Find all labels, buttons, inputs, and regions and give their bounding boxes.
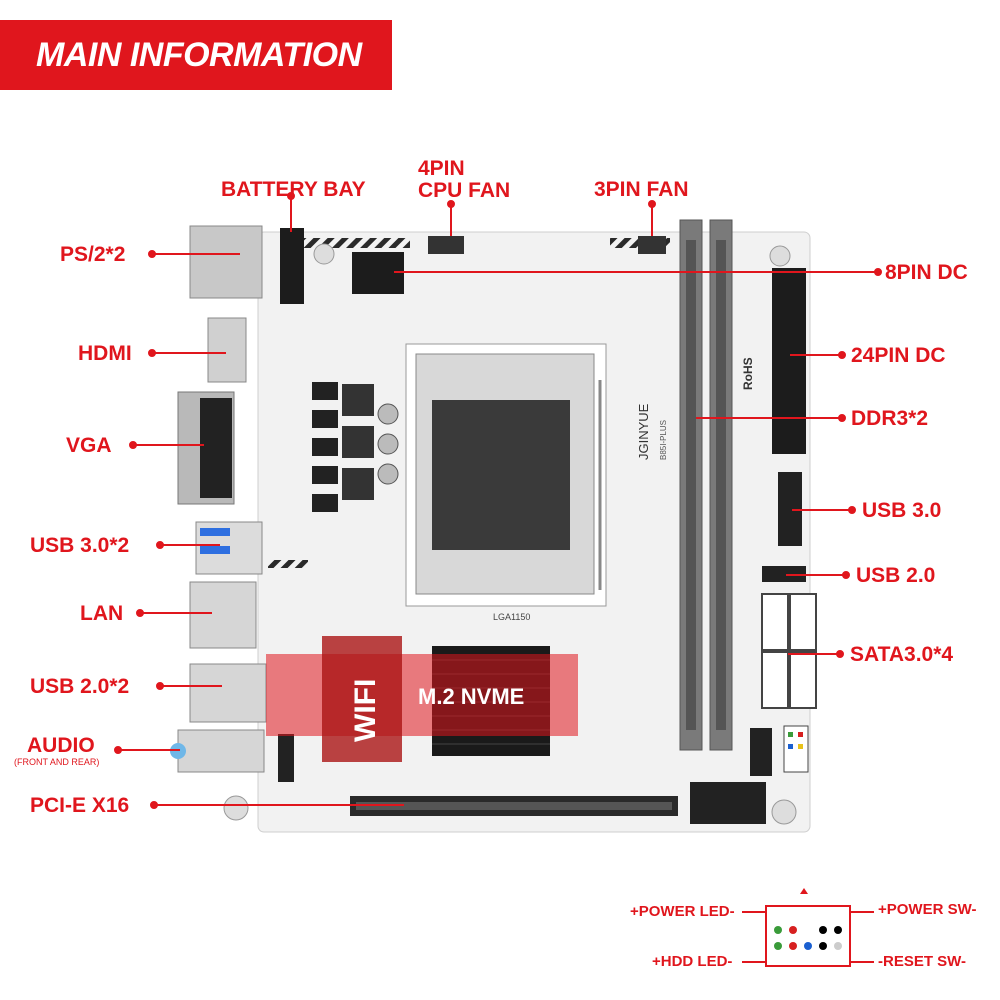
audio-header: [278, 734, 294, 782]
label-hdd-led: +HDD LED-: [652, 953, 733, 970]
label-8pin-dc: 8PIN DC: [885, 261, 968, 284]
screw-hole: [769, 245, 791, 267]
sys-fan-header: [638, 236, 666, 254]
sata-port-4: [789, 651, 817, 709]
label-ddr3: DDR3*2: [851, 407, 929, 430]
usb20-header: [762, 566, 806, 582]
wifi-slot-highlight: [322, 636, 402, 762]
banner-title: MAIN INFORMATION: [36, 36, 362, 74]
label-pcie: PCI-E X16: [30, 794, 130, 817]
24pin-dc-connector: [772, 268, 806, 454]
screw-hole: [223, 795, 249, 821]
ps2-port: [189, 225, 263, 299]
label-usb20x2: USB 2.0*2: [30, 675, 130, 698]
front-panel-pin-diagram: [742, 888, 874, 967]
misc-header: [750, 728, 772, 776]
lga1150-socket: [432, 400, 570, 550]
rohs-text: RoHS: [741, 357, 755, 390]
sata-port-1: [761, 593, 789, 651]
label-vga: VGA: [66, 434, 112, 457]
label-power-led: +POWER LED-: [630, 903, 735, 920]
front-panel-header: [783, 725, 809, 773]
label-3pin-fan: 3PIN FAN: [594, 178, 689, 201]
label-4pin: 4PIN: [418, 157, 465, 180]
audio-jack: [177, 729, 265, 773]
label-24pin-dc: 24PIN DC: [851, 344, 946, 367]
hdmi-port: [207, 317, 247, 383]
label-ps2: PS/2*2: [60, 243, 126, 266]
m2-nvme-slot-highlight: [266, 654, 578, 736]
label-audio-sub: (FRONT AND REAR): [14, 757, 100, 767]
stripe-accent: [268, 560, 308, 568]
vrm-area: [312, 382, 399, 512]
label-audio: AUDIO: [27, 734, 95, 757]
label-lan: LAN: [80, 602, 124, 625]
brand-text: JGINYUE: [636, 403, 651, 460]
screw-hole: [313, 243, 335, 265]
label-sata: SATA3.0*4: [850, 643, 954, 666]
label-usb30: USB 3.0: [862, 499, 942, 522]
label-power-sw: +POWER SW-: [878, 901, 977, 918]
main-information-banner: MAIN INFORMATION: [0, 20, 392, 90]
socket-label: LGA1150: [493, 612, 530, 622]
model-text: B85I-PLUS: [659, 420, 668, 460]
label-usb30x2: USB 3.0*2: [30, 534, 130, 557]
cpu-fan-header: [428, 236, 464, 254]
usb20-rear-port: [189, 663, 267, 723]
vga-connector-body: [200, 398, 232, 498]
sata-port-3: [761, 651, 789, 709]
callout-lines: [114, 192, 882, 809]
sata-port-2: [789, 593, 817, 651]
pcie-latch: [690, 782, 766, 824]
battery-bay: [280, 228, 304, 304]
stripe-accent: [300, 238, 410, 248]
label-battery-bay: BATTERY BAY: [221, 178, 366, 201]
lan-port: [189, 581, 257, 649]
screw-hole: [771, 799, 797, 825]
label-hdmi: HDMI: [78, 342, 132, 365]
wifi-text: WIFI: [349, 679, 382, 742]
label-usb20: USB 2.0: [856, 564, 936, 587]
label-reset-sw: -RESET SW-: [878, 953, 967, 970]
m2-nvme-text: M.2 NVME: [418, 684, 524, 709]
label-cpu-fan: CPU FAN: [418, 179, 511, 202]
